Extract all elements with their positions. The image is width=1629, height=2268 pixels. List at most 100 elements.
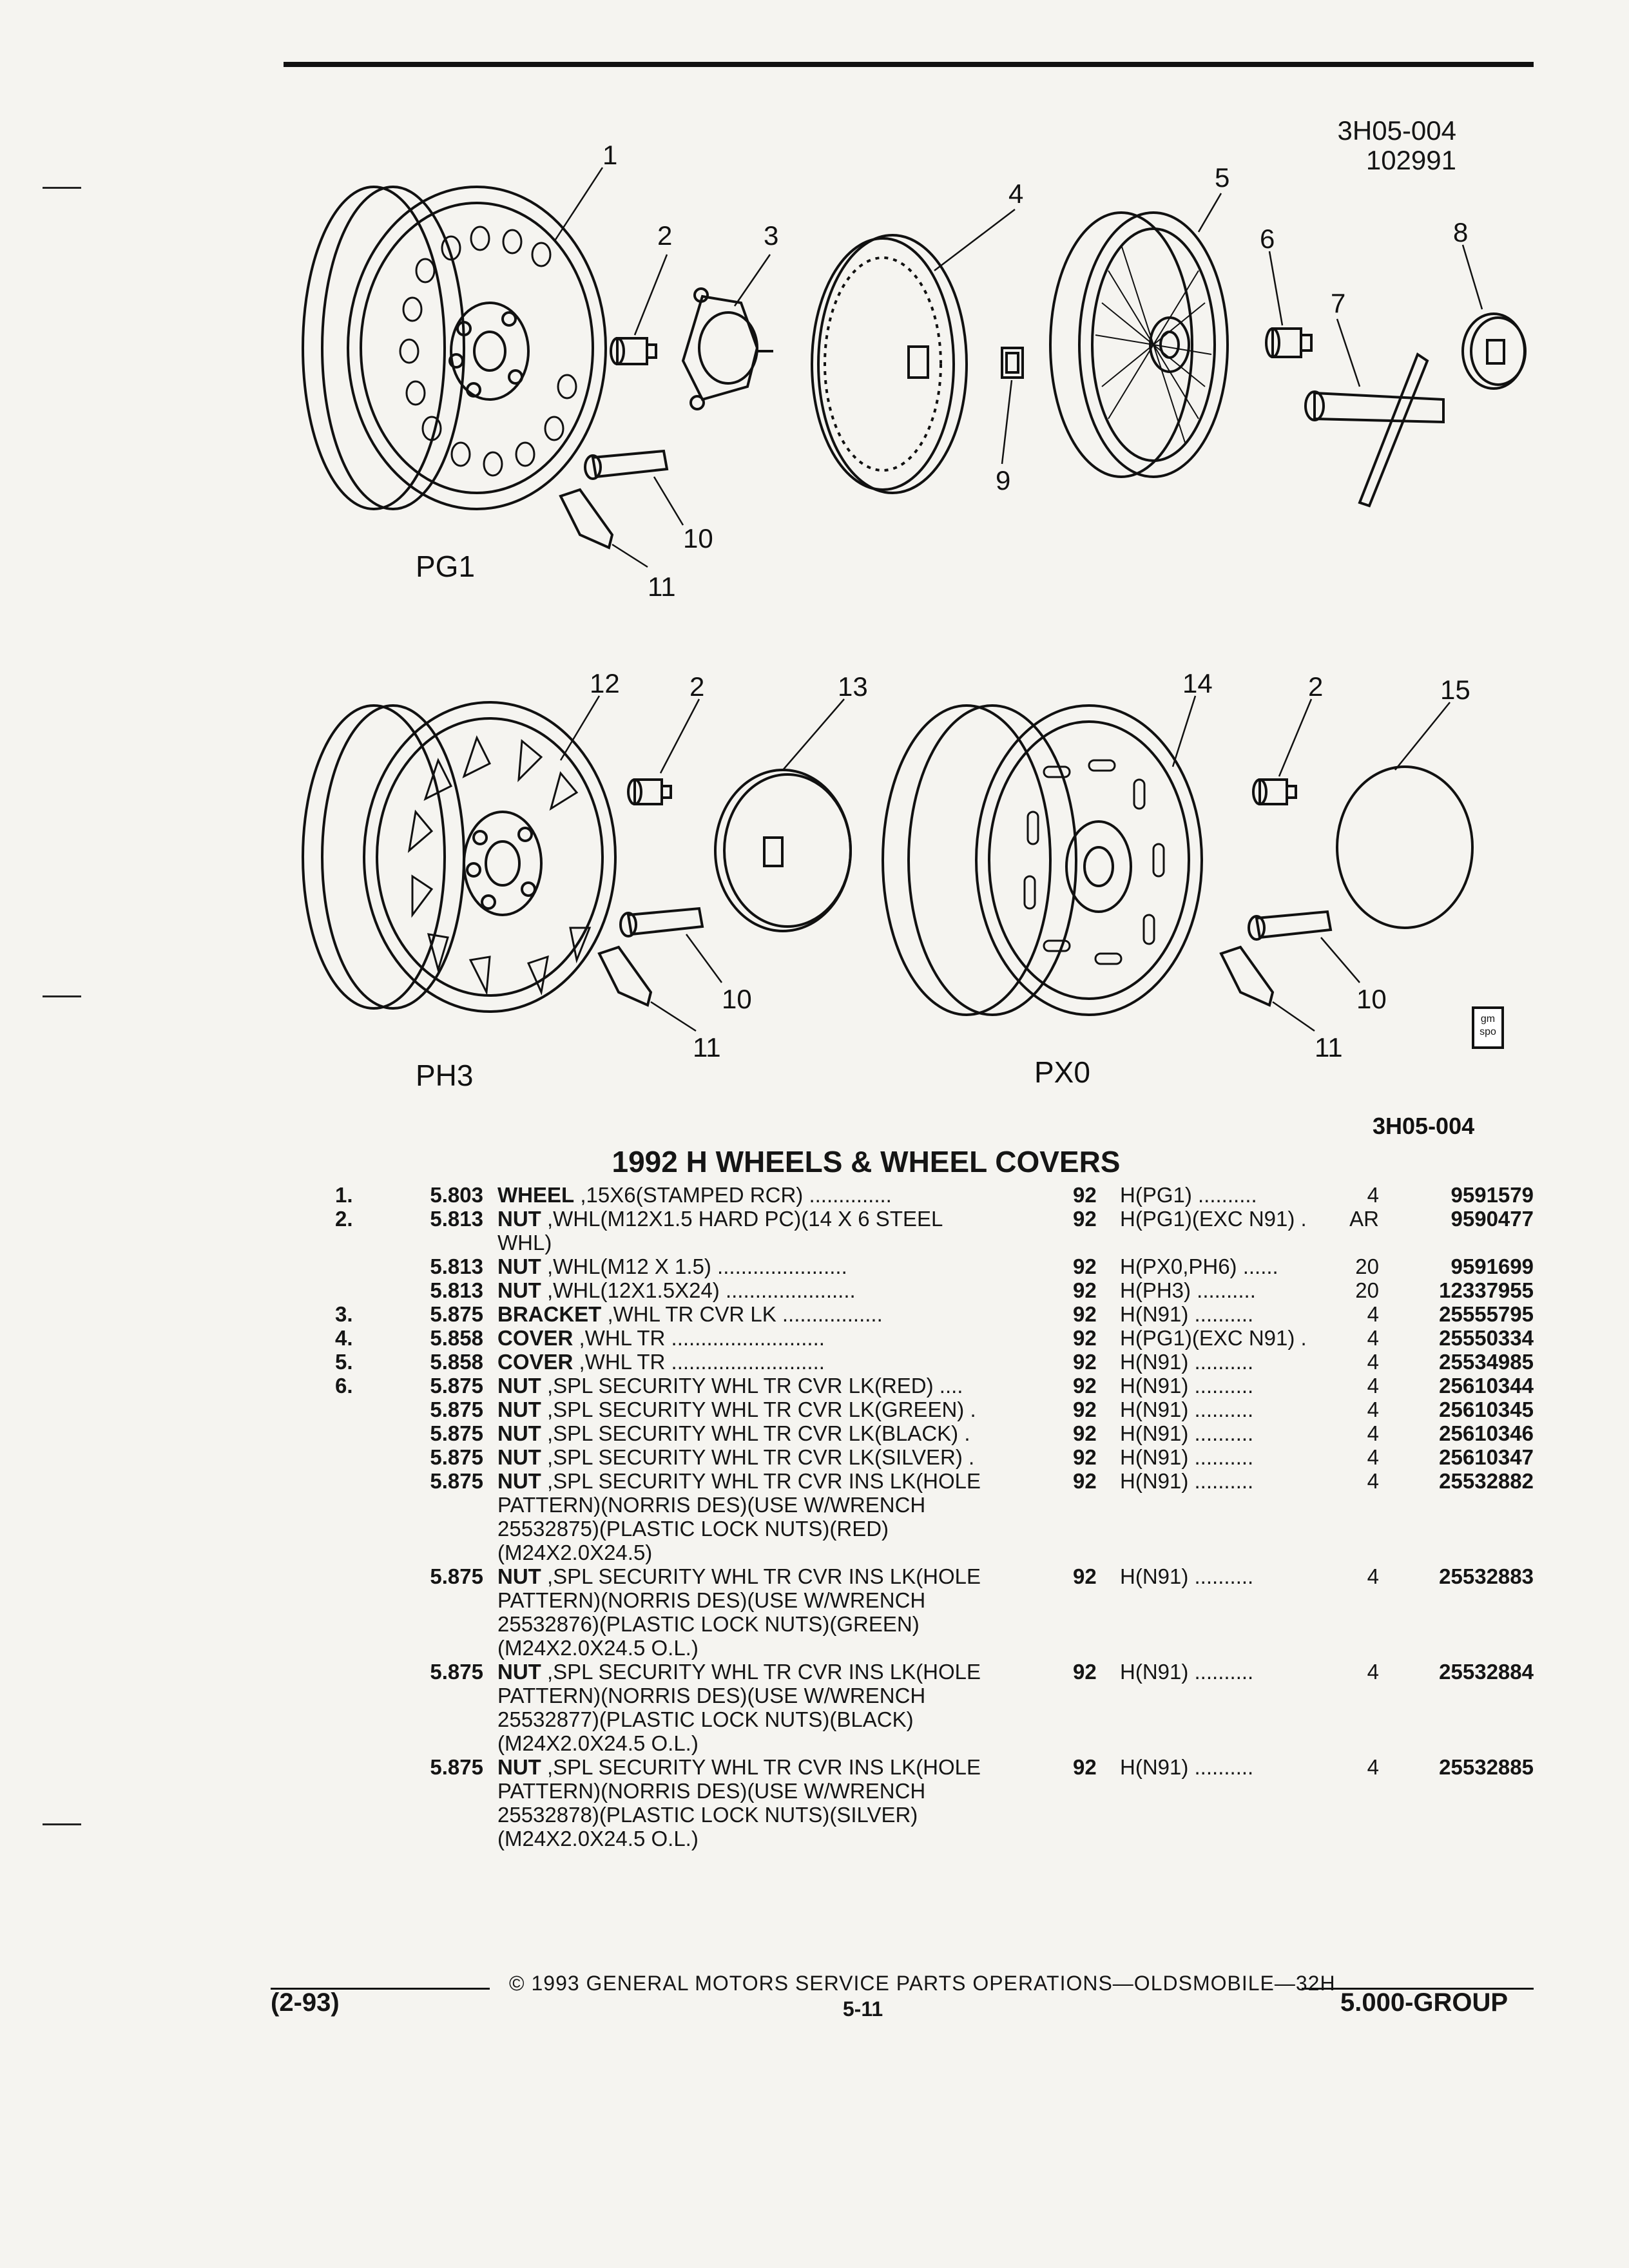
part-name: NUT — [497, 1660, 541, 1684]
quantity-cell: 4 — [1367, 1564, 1379, 1588]
part-number-cell: 9591699 — [1451, 1254, 1534, 1278]
callout-10c: 10 — [1356, 984, 1387, 1014]
description-cell: NUT ,SPL SECURITY WHL TR CVR INS LK(HOLE… — [497, 1755, 1039, 1850]
wheel-nut-drawing-3 — [1252, 778, 1297, 805]
group-label-px0: PX0 — [1034, 1055, 1090, 1089]
part-number-cell: 25532883 — [1439, 1564, 1534, 1588]
description-cell: NUT ,SPL SECURITY WHL TR CVR INS LK(HOLE… — [497, 1469, 1039, 1564]
quantity-cell: 4 — [1367, 1183, 1379, 1207]
quantity-cell: 4 — [1367, 1350, 1379, 1374]
valve-stem-drawing-3 — [1248, 910, 1333, 941]
part-name: NUT — [497, 1421, 541, 1445]
wheel-nut-drawing — [610, 337, 657, 365]
description-cell: COVER ,WHL TR .......................... — [497, 1350, 1039, 1374]
emblem-drawing — [1001, 347, 1024, 379]
group-code-cell: 5.858 — [430, 1350, 483, 1374]
callout-4: 4 — [1008, 178, 1023, 209]
part-number-cell: 25610346 — [1439, 1421, 1534, 1445]
application-cell: H(PG1) .......... — [1120, 1183, 1257, 1207]
application-cell: H(PH3) .......... — [1120, 1278, 1256, 1302]
part-number-cell: 25532884 — [1439, 1660, 1534, 1684]
callout-8: 8 — [1453, 217, 1468, 247]
margin-mark — [43, 1823, 81, 1825]
description-cell: NUT ,WHL(M12X1.5 HARD PC)(14 X 6 STEEL W… — [497, 1207, 1039, 1254]
lock-wrench-drawing — [1304, 352, 1445, 508]
margin-mark — [43, 995, 81, 997]
group-label-ph3: PH3 — [416, 1059, 473, 1092]
steel-wheel-pg1-drawing — [302, 186, 607, 510]
table-row: 5.875 NUT ,SPL SECURITY WHL TR CVR LK(SIL… — [335, 1445, 1534, 1469]
footer-rule-right — [1302, 1988, 1534, 1990]
quantity-cell: 4 — [1367, 1302, 1379, 1326]
callout-9: 9 — [996, 465, 1010, 495]
group-code-cell: 5.875 — [430, 1660, 483, 1684]
group-code-cell: 5.813 — [430, 1278, 483, 1302]
top-rule — [284, 62, 1534, 67]
group-label-pg1: PG1 — [416, 550, 475, 583]
description-cell: COVER ,WHL TR .......................... — [497, 1326, 1039, 1350]
part-detail: ,WHL TR .......................... — [573, 1350, 825, 1374]
revision-code: (2-93) — [271, 1988, 340, 2017]
callout-11b: 11 — [693, 1032, 721, 1062]
quantity-cell: AR — [1349, 1207, 1379, 1231]
part-detail: ,15X6(STAMPED RCR) .............. — [574, 1183, 892, 1207]
part-detail: ,SPL SECURITY WHL TR CVR INS LK(HOLE PAT… — [497, 1469, 981, 1564]
part-number-cell: 9590477 — [1451, 1207, 1534, 1231]
security-nut-drawing — [1265, 327, 1313, 358]
year-cell: 92 — [1073, 1254, 1097, 1278]
callout-2: 2 — [657, 220, 672, 251]
application-cell: H(N91) .......... — [1120, 1374, 1254, 1398]
center-cap-drawing — [1461, 312, 1527, 390]
item-number: 2. — [335, 1207, 353, 1231]
year-cell: 92 — [1073, 1660, 1097, 1684]
group-code-cell: 5.813 — [430, 1207, 483, 1231]
margin-mark — [43, 187, 81, 189]
part-name: NUT — [497, 1445, 541, 1469]
part-name: COVER — [497, 1326, 574, 1350]
callout-15: 15 — [1440, 675, 1470, 705]
year-cell: 92 — [1073, 1398, 1097, 1421]
item-number: 6. — [335, 1374, 353, 1398]
part-name: NUT — [497, 1755, 541, 1779]
part-detail: ,SPL SECURITY WHL TR CVR INS LK(HOLE PAT… — [497, 1755, 981, 1850]
callout-13: 13 — [838, 671, 868, 702]
figure-reference-lower: 3H05-004 — [1373, 1113, 1474, 1139]
part-number-cell: 25532882 — [1439, 1469, 1534, 1493]
group-code-cell: 5.875 — [430, 1469, 483, 1493]
year-cell: 92 — [1073, 1469, 1097, 1493]
part-name: WHEEL — [497, 1183, 575, 1207]
group-code: 5.000-GROUP — [1340, 1988, 1509, 2017]
callout-11: 11 — [648, 572, 676, 602]
quantity-cell: 4 — [1367, 1421, 1379, 1445]
quantity-cell: 4 — [1367, 1445, 1379, 1469]
description-cell: NUT ,SPL SECURITY WHL TR CVR LK(SILVER) … — [497, 1445, 1039, 1469]
callout-14: 14 — [1182, 668, 1213, 698]
parts-table: 1. 5.803 WHEEL ,15X6(STAMPED RCR) ........… — [335, 1183, 1534, 1850]
quantity-cell: 4 — [1367, 1374, 1379, 1398]
part-name: NUT — [497, 1254, 541, 1278]
part-number-cell: 12337955 — [1439, 1278, 1534, 1302]
styled-wheel-px0-drawing — [882, 704, 1203, 1016]
group-code-cell: 5.875 — [430, 1421, 483, 1445]
part-number-cell: 9591579 — [1451, 1183, 1534, 1207]
item-number: 1. — [335, 1183, 353, 1207]
figure-date: 102991 — [1365, 145, 1456, 175]
table-row: 1. 5.803 WHEEL ,15X6(STAMPED RCR) ........… — [335, 1183, 1534, 1207]
description-cell: NUT ,SPL SECURITY WHL TR CVR LK(GREEN) . — [497, 1398, 1039, 1421]
center-cap-drawing-2 — [714, 769, 852, 932]
part-detail: ,SPL SECURITY WHL TR CVR LK(SILVER) . — [541, 1445, 975, 1469]
part-name: NUT — [497, 1207, 541, 1231]
table-row: 5.875 NUT ,SPL SECURITY WHL TR CVR INS LK… — [335, 1469, 1534, 1564]
application-cell: H(N91) .......... — [1120, 1421, 1254, 1445]
item-number: 4. — [335, 1326, 353, 1350]
center-cap-drawing-3 — [1336, 765, 1474, 929]
group-code-cell: 5.803 — [430, 1183, 483, 1207]
application-cell: H(N91) .......... — [1120, 1564, 1254, 1588]
wheel-parts-diagram: 1 2 3 4 5 6 7 8 9 10 11 PG1 12 2 13 14 2… — [302, 140, 1527, 1139]
group-code-cell: 5.875 — [430, 1445, 483, 1469]
copyright-notice: © 1993 GENERAL MOTORS SERVICE PARTS OPER… — [509, 1972, 1336, 1995]
